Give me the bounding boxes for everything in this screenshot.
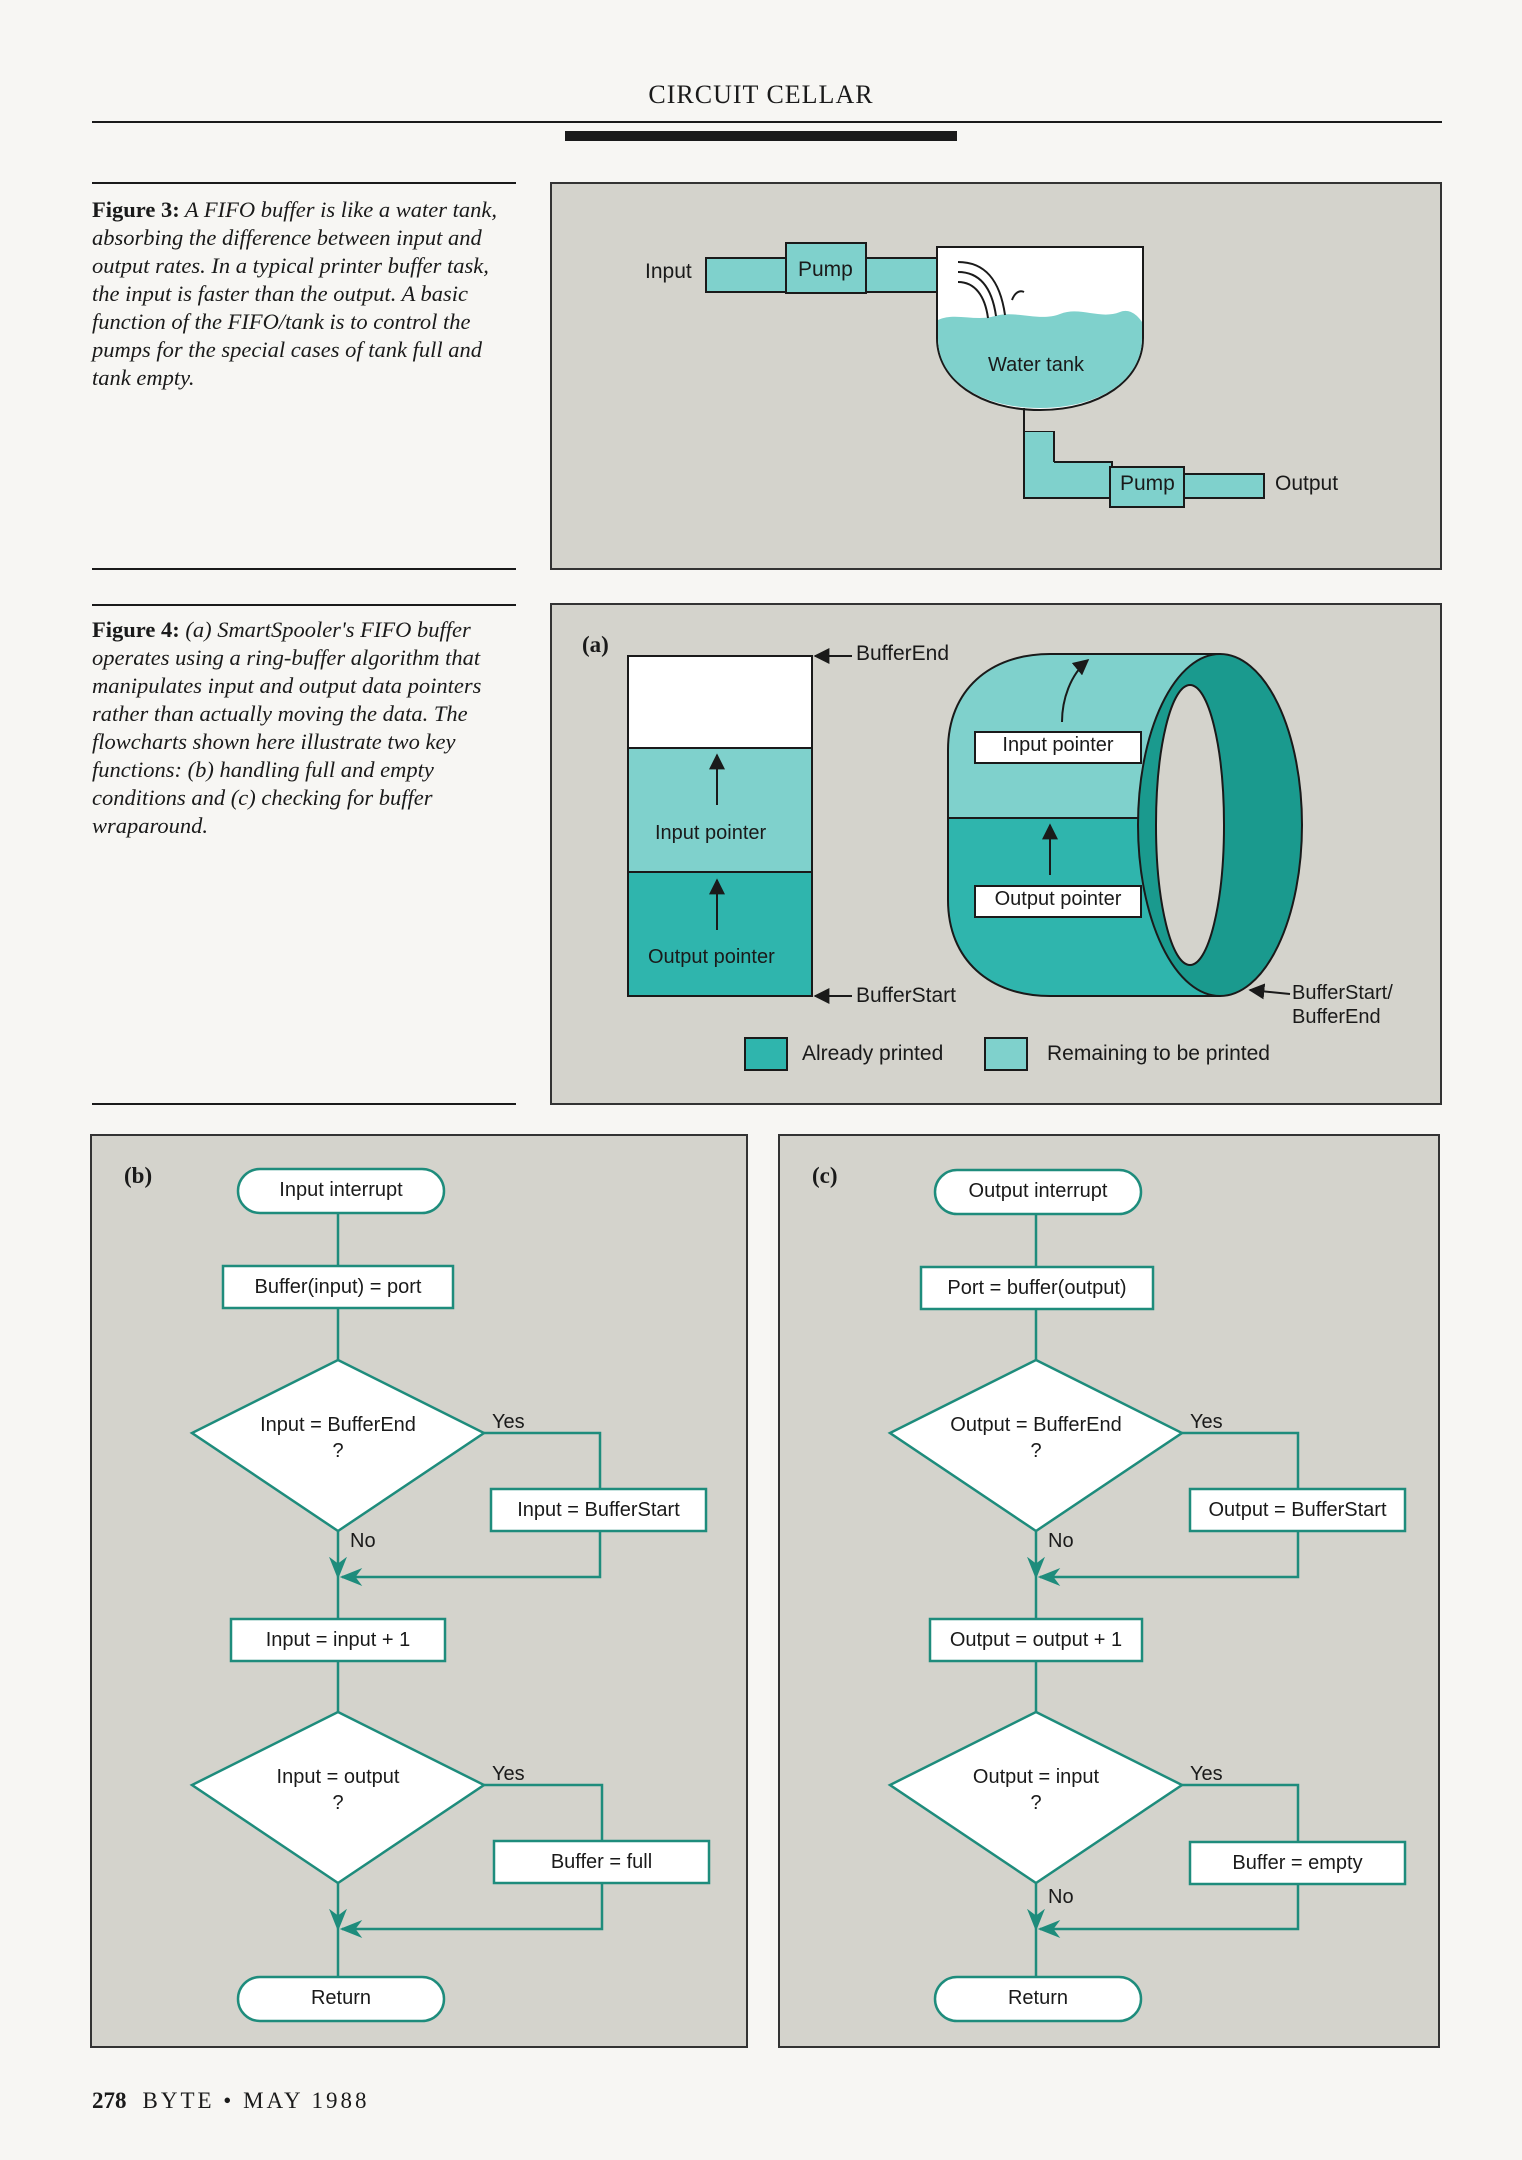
- c-yes2: Yes: [1190, 1763, 1223, 1785]
- c-decision2-line1: Output = input: [972, 1766, 1100, 1788]
- caption-rule-mid2: [92, 604, 516, 606]
- c-branch2: Buffer = empty: [1232, 1852, 1363, 1874]
- pipe-to-tank: [865, 257, 961, 293]
- header-thick-bar: [565, 131, 957, 141]
- b-step2: Input = input + 1: [265, 1629, 411, 1651]
- b-branch1: Input = BufferStart: [517, 1499, 680, 1521]
- c-step1: Port = buffer(output): [947, 1277, 1127, 1299]
- legend-remaining-swatch: [984, 1037, 1028, 1071]
- legend-printed-swatch: [744, 1037, 788, 1071]
- b-yes1: Yes: [492, 1411, 525, 1433]
- ring-buffer-hole: [1155, 684, 1225, 966]
- buffer-printed-section: [627, 871, 813, 997]
- c-decision1-line2: ?: [1030, 1440, 1042, 1462]
- caption-rule-bottom: [92, 1103, 516, 1105]
- output-pipe: [1183, 473, 1265, 499]
- caption-rule-top: [92, 182, 516, 184]
- c-no1: No: [1048, 1530, 1074, 1552]
- caption-rule-mid: [92, 568, 516, 570]
- legend-printed-label: Already printed: [802, 1042, 944, 1065]
- c-step2: Output = output + 1: [949, 1629, 1123, 1651]
- input-label: Input: [645, 260, 692, 283]
- b-decision1-line2: ?: [332, 1440, 344, 1462]
- ring-start-end-label-1: BufferStart/: [1292, 982, 1393, 1004]
- input-pointer-label: Input pointer: [655, 822, 767, 844]
- ring-input-pointer-label: Input pointer: [1002, 734, 1114, 756]
- b-branch2: Buffer = full: [550, 1851, 653, 1873]
- publication-line: BYTE • MAY 1988: [142, 2088, 370, 2113]
- pump-label-bottom: Pump: [1120, 472, 1175, 495]
- b-end: Return: [310, 1987, 372, 2009]
- panel-b-tag: (b): [124, 1163, 153, 1188]
- output-pointer-label: Output pointer: [648, 946, 775, 968]
- b-decision2-line2: ?: [332, 1792, 344, 1814]
- outlet-pipe: [1023, 408, 1113, 499]
- b-no1: No: [350, 1530, 376, 1552]
- b-step1: Buffer(input) = port: [254, 1276, 422, 1298]
- output-label: Output: [1275, 472, 1339, 495]
- b-yes2: Yes: [492, 1763, 525, 1785]
- legend-remaining-label: Remaining to be printed: [1047, 1042, 1270, 1065]
- buffer-end-label: BufferEnd: [856, 642, 950, 665]
- ring-start-end-label-2: BufferEnd: [1292, 1006, 1381, 1028]
- c-start: Output interrupt: [968, 1180, 1108, 1202]
- header-rule: [92, 121, 1442, 123]
- page-number: 278: [92, 2088, 127, 2113]
- b-decision2-line1: Input = output: [276, 1766, 400, 1788]
- running-head: CIRCUIT CELLAR: [648, 80, 874, 109]
- b-decision1-line1: Input = BufferEnd: [260, 1414, 416, 1436]
- buffer-start-label: BufferStart: [856, 984, 956, 1007]
- tank-label: Water tank: [988, 354, 1084, 376]
- c-decision2-line2: ?: [1030, 1792, 1042, 1814]
- water-stream: [957, 261, 1025, 319]
- panel-c-tag: (c): [812, 1163, 838, 1188]
- b-start: Input interrupt: [279, 1179, 403, 1201]
- figure3-caption-label: Figure 3:: [92, 197, 180, 222]
- figure3-caption-text: A FIFO buffer is like a water tank, abso…: [92, 197, 497, 390]
- figure4-caption: Figure 4: (a) SmartSpooler's FIFO buffer…: [92, 616, 517, 840]
- buffer-remaining-section: [627, 747, 813, 873]
- figure4-caption-text: (a) SmartSpooler's FIFO buffer operates …: [92, 617, 482, 838]
- figure3-caption: Figure 3: A FIFO buffer is like a water …: [92, 196, 512, 392]
- c-yes1: Yes: [1190, 1411, 1223, 1433]
- ring-output-pointer-label: Output pointer: [994, 888, 1122, 910]
- figure4-caption-label: Figure 4:: [92, 617, 180, 642]
- pump-label-top: Pump: [798, 258, 853, 281]
- water-tank: [936, 246, 1144, 412]
- ring-buffer-end-face: [1137, 653, 1303, 997]
- panel-a-tag: (a): [582, 632, 609, 657]
- c-branch1: Output = BufferStart: [1208, 1499, 1387, 1521]
- c-decision1-line1: Output = BufferEnd: [950, 1414, 1122, 1436]
- c-no2: No: [1048, 1886, 1074, 1908]
- buffer-empty-section: [627, 655, 813, 749]
- input-pipe: [705, 257, 787, 293]
- c-end: Return: [1007, 1987, 1069, 2009]
- page-footer: 278 BYTE • MAY 1988: [92, 2088, 370, 2114]
